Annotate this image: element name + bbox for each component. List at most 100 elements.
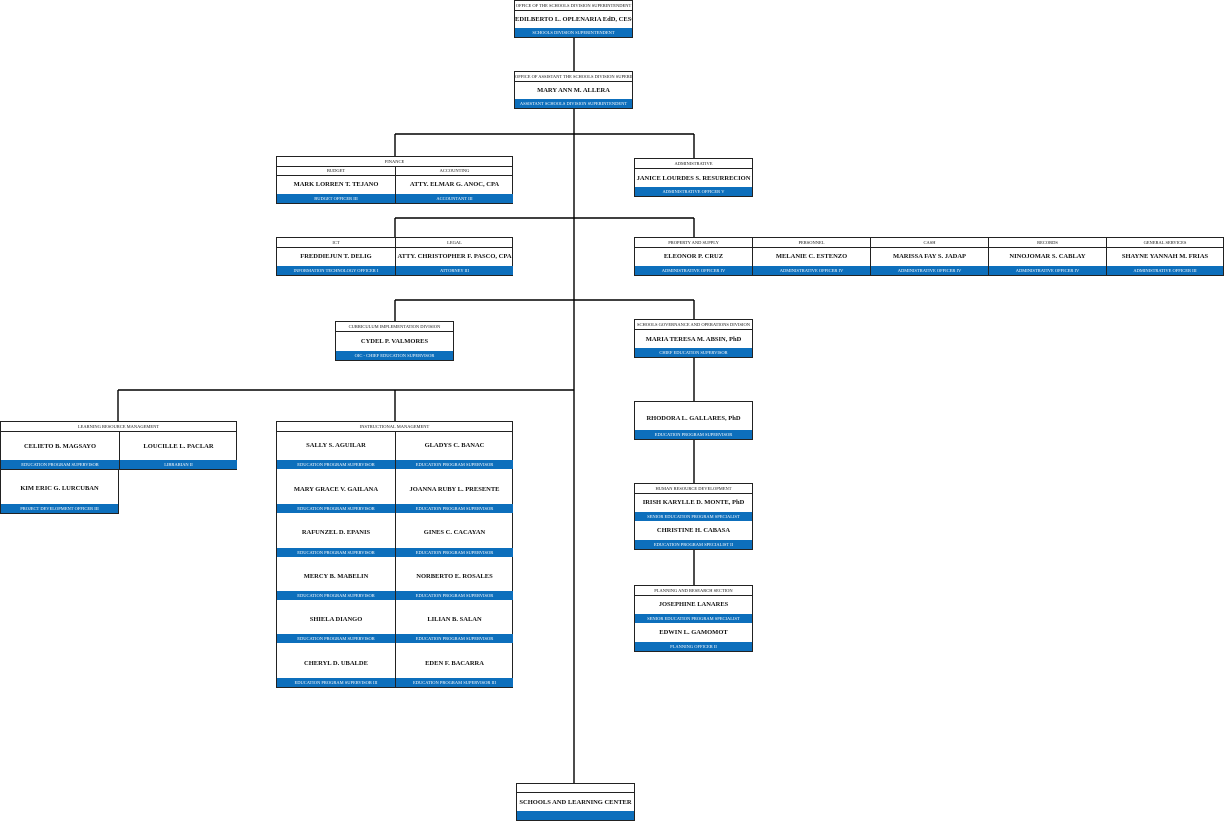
im-member-name: SALLY S. AGUILAR <box>306 442 366 449</box>
administrative-name: JANICE LOURDES S. RESURRECION <box>636 175 751 182</box>
lrm-header: LEARNING RESOURCE MANAGEMENT <box>1 422 236 432</box>
cid-title: OIC - CHIEF EDUCATION SUPERVISOR <box>336 351 453 360</box>
sds-box: OFFICE OF THE SCHOOLS DIVISION SUPERINTE… <box>514 0 633 38</box>
divider <box>395 238 396 275</box>
asds-box: OFFICE OF ASSISTANT THE SCHOOLS DIVISION… <box>514 71 633 109</box>
sgod-header: SCHOOLS GOVERNANCE AND OPERATIONS DIVISI… <box>635 320 752 330</box>
cash-name: MARISSA FAY S. JADAP <box>892 253 967 260</box>
lrm-box: LEARNING RESOURCE MANAGEMENT CELIETO B. … <box>0 421 237 470</box>
hrd-member-name: CHRISTINE H. CABASA <box>656 527 731 534</box>
cid-name: CYDEL P. VALMORES <box>360 338 429 345</box>
im-member-title: EDUCATION PROGRAM SUPERVISOR <box>396 460 513 469</box>
im-member-title: EDUCATION PROGRAM SUPERVISOR III <box>277 678 395 687</box>
finance-header: FINANCE <box>277 157 512 167</box>
divider <box>119 431 120 469</box>
legal-name: ATTY. CHRISTOPHER F. PASCO, CPA <box>397 253 512 260</box>
general-services-title: ADMINISTRATIVE OFFICER III <box>1107 266 1223 275</box>
im-member-name: NORBERTO E. ROSALES <box>416 573 493 580</box>
eps-sgod-name: RHODORA L. GALLARES, PhD <box>646 415 741 422</box>
im-member-name: CHERYL D. UBALDE <box>304 660 368 667</box>
administrative-header: ADMINISTRATIVE <box>635 159 752 169</box>
sgod-box: SCHOOLS GOVERNANCE AND OPERATIONS DIVISI… <box>634 319 753 358</box>
im-member-name: GLADYS C. BANAC <box>424 442 485 449</box>
property-supply-unit: PROPERTY AND SUPPLY <box>635 238 752 248</box>
im-member-title: EDUCATION PROGRAM SUPERVISOR <box>396 591 513 600</box>
eps-sgod-title: EDUCATION PROGRAM SUPERVISOR <box>635 430 752 439</box>
ict-legal-box: ICT LEGAL FREDDIEJUN T. DELIG ATTY. CHRI… <box>276 237 513 276</box>
hrd-box: HUMAN RESOURCE DEVELOPMENT IRISH KARYLLE… <box>634 483 753 550</box>
im-member-name: LILIAN B. SALAN <box>427 616 482 623</box>
lrm-box-2: KIM ERIC G. LURCUBAN PROJECT DEVELOPMENT… <box>0 469 119 514</box>
slc-title-bar <box>517 811 634 820</box>
records-title: ADMINISTRATIVE OFFICER IV <box>989 266 1106 275</box>
lrm-member-name: KIM ERIC G. LURCUBAN <box>20 485 99 492</box>
lrm-member-title: EDUCATION PROGRAM SUPERVISOR <box>1 460 119 469</box>
lrm-member-name: LOUCILLE L. PACLAR <box>143 443 214 450</box>
accounting-unit: ACCOUNTING <box>396 166 513 176</box>
im-header: INSTRUCTIONAL MANAGEMENT <box>277 422 512 432</box>
property-supply-name: ELEONOR P. CRUZ <box>663 253 724 260</box>
divider <box>395 166 396 203</box>
prs-member-title: SENIOR EDUCATION PROGRAM SPECIALIST <box>635 614 752 623</box>
legal-unit: LEGAL <box>396 238 513 248</box>
administrative-title: ADMINISTRATIVE OFFICER V <box>635 187 752 196</box>
personnel-title: ADMINISTRATIVE OFFICER IV <box>753 266 870 275</box>
sds-name: EDILBERTO L. OPLENARIA EdD, CESO V. <box>515 16 632 23</box>
budget-name: MARK LORREN T. TEJANO <box>293 181 379 188</box>
records-unit: RECORDS <box>989 238 1106 248</box>
slc-name: SCHOOLS AND LEARNING CENTER <box>519 799 632 806</box>
asds-name: MARY ANN M. ALLERA <box>537 87 610 94</box>
slc-box: SCHOOLS AND LEARNING CENTER <box>516 783 635 821</box>
im-member-title: EDUCATION PROGRAM SUPERVISOR <box>277 634 395 643</box>
im-member-title: EDUCATION PROGRAM SUPERVISOR III <box>396 678 513 687</box>
cash-title: ADMINISTRATIVE OFFICER IV <box>871 266 988 275</box>
hrd-member-title: SENIOR EDUCATION PROGRAM SPECIALIST <box>635 512 752 521</box>
im-member-title: EDUCATION PROGRAM SUPERVISOR <box>277 591 395 600</box>
asds-office: OFFICE OF ASSISTANT THE SCHOOLS DIVISION… <box>515 72 632 82</box>
im-member-name: MERCY B. MABELIN <box>303 573 369 580</box>
im-member-title: EDUCATION PROGRAM SUPERVISOR <box>396 548 513 557</box>
divider <box>870 238 871 275</box>
accounting-name: ATTY. ELMAR G. ANOC, CPA <box>409 181 500 188</box>
divider <box>752 238 753 275</box>
prs-member-name: EDWIN L. GAMOMOT <box>659 629 728 636</box>
lrm-member-title: PROJECT DEVELOPMENT OFFICER III <box>1 504 118 513</box>
sds-office: OFFICE OF THE SCHOOLS DIVISION SUPERINTE… <box>515 1 632 11</box>
prs-member-name: JOSEPHINE LANARES <box>658 601 729 608</box>
administrative-box: ADMINISTRATIVE JANICE LOURDES S. RESURRE… <box>634 158 753 197</box>
im-member-name: GINES C. CACAYAN <box>423 529 486 536</box>
legal-title: ATTORNEY III <box>396 266 513 275</box>
finance-box: FINANCE BUDGET ACCOUNTING MARK LORREN T.… <box>276 156 513 204</box>
sds-title: SCHOOLS DIVISION SUPERINTENDENT <box>515 28 632 37</box>
eps-sgod-box: RHODORA L. GALLARES, PhD EDUCATION PROGR… <box>634 401 753 440</box>
budget-title: BUDGET OFFICER III <box>277 194 395 203</box>
budget-unit: BUDGET <box>277 166 395 176</box>
im-member-title: EDUCATION PROGRAM SUPERVISOR <box>396 504 513 513</box>
records-name: NINOJOMAR S. CABLAY <box>1009 253 1086 260</box>
personnel-unit: PERSONNEL <box>753 238 870 248</box>
im-member-title: EDUCATION PROGRAM SUPERVISOR <box>277 460 395 469</box>
ict-name: FREDDIEJUN T. DELIG <box>300 253 372 260</box>
lrm-member-name: CELIETO B. MAGSAYO <box>23 443 97 450</box>
asds-title: ASSISTANT SCHOOLS DIVISION SUPERINTENDEN… <box>515 99 632 108</box>
prs-member-title: PLANNING OFFICER II <box>635 642 752 651</box>
im-member-title: EDUCATION PROGRAM SUPERVISOR <box>277 504 395 513</box>
slc-header-strip <box>517 784 634 793</box>
general-services-name: SHAYNE YANNAH M. FRIAS <box>1121 253 1209 260</box>
prs-header: PLANNING AND RESEARCH SECTION <box>635 586 752 596</box>
im-member-name: SHIELA DIANGO <box>309 616 363 623</box>
general-services-unit: GENERAL SERVICES <box>1107 238 1223 248</box>
im-member-title: EDUCATION PROGRAM SUPERVISOR <box>396 634 513 643</box>
im-member-name: RAFUNZEL D. EPANIS <box>301 529 371 536</box>
sgod-title: CHIEF EDUCATION SUPERVISOR <box>635 348 752 357</box>
im-member-title: EDUCATION PROGRAM SUPERVISOR <box>277 548 395 557</box>
admin-units-box: PROPERTY AND SUPPLY ELEONOR P. CRUZ ADMI… <box>634 237 1224 276</box>
divider <box>1106 238 1107 275</box>
divider <box>988 238 989 275</box>
lrm-member-title: LIBRARIAN II <box>120 460 237 469</box>
divider <box>395 431 396 687</box>
property-supply-title: ADMINISTRATIVE OFFICER IV <box>635 266 752 275</box>
cash-unit: CASH <box>871 238 988 248</box>
hrd-member-title: EDUCATION PROGRAM SPECIALIST II <box>635 540 752 549</box>
